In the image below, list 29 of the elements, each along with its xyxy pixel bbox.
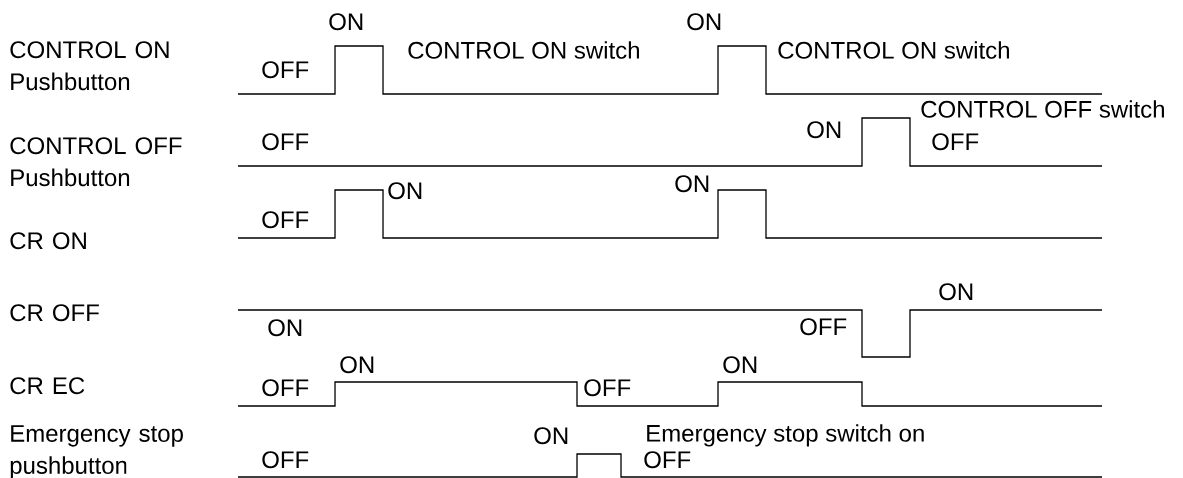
state-label: OFF [262,61,309,79]
state-label: ON [723,356,757,374]
state-label: ON [388,182,422,200]
signal-name: CR OFF [10,304,99,322]
signal-name: CONTROL OFF Pushbutton [10,137,182,187]
state-label: OFF [932,133,979,151]
state-label: ON [268,319,302,337]
state-label: CONTROL ON switch [778,41,1009,59]
state-label: OFF [644,451,691,469]
state-label: OFF [800,318,847,336]
state-label: OFF [262,379,309,397]
state-label: ON [329,13,363,31]
state-label: ON [675,175,709,193]
signal-name: CR EC [10,377,85,395]
state-label: Emergency stop switch on [647,424,924,447]
state-label: OFF [262,133,309,151]
state-label: OFF [262,451,309,469]
state-label: OFF [262,211,309,229]
state-label: ON [534,427,568,445]
state-label: CONTROL OFF switch [921,100,1164,118]
state-label: OFF [584,379,631,397]
state-label: CONTROL ON switch [408,41,639,59]
state-label: ON [340,356,374,374]
state-label: ON [939,283,973,301]
signal-name: CONTROL ON Pushbutton [10,41,169,91]
state-label: ON [687,13,721,31]
state-label: ON [807,121,841,139]
signal-name: CR ON [10,232,86,250]
signal-name: Emergency stop pushbutton [10,425,183,478]
